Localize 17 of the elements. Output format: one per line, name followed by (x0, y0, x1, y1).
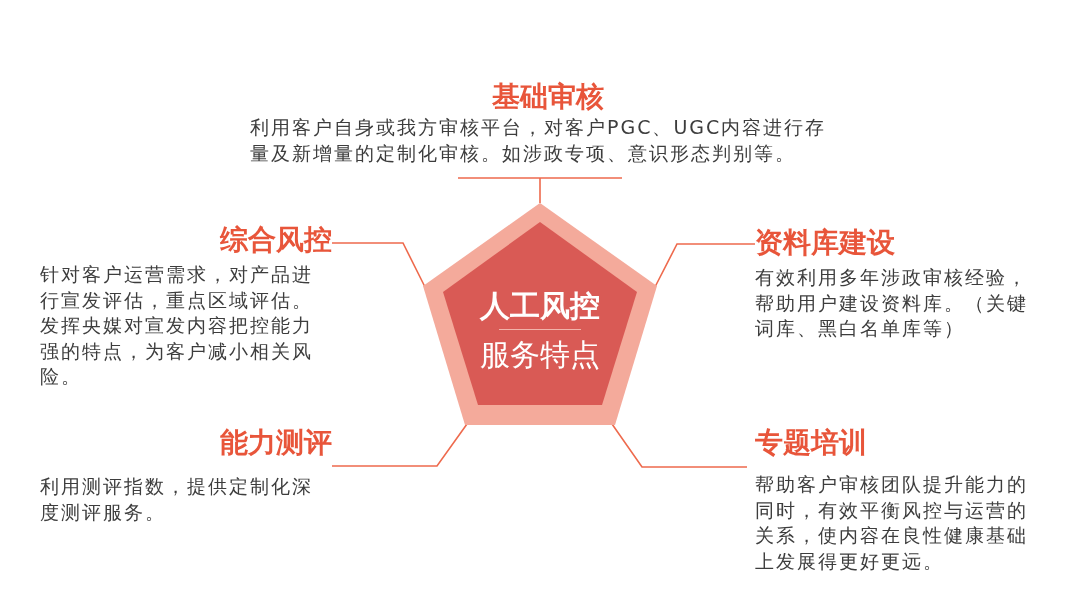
callout-text: 针对客户运营需求，对产品进行宣发评估，重点区域评估。发挥央媒对宣发内容把控能力强的特点，为客户减小相关风险。 (40, 262, 314, 389)
callout-heading: 能力测评 (220, 425, 332, 461)
leader-line (331, 423, 468, 467)
callout-heading: 综合风控 (220, 222, 332, 258)
callout-text: 利用客户自身或我方审核平台，对客户PGC、UGC内容进行存量及新增量的定制化审核。如涉政专项、意识形态判别等。 (250, 115, 828, 166)
callout-text: 有效利用多年涉政审核经验，帮助用户建设资料库。（关键词库、黑白名单库等） (755, 265, 1029, 341)
leader-line (331, 242, 426, 288)
badge-subtitle: 服务特点 (480, 336, 600, 374)
callout-heading: 基础审核 (492, 79, 604, 115)
callout-heading: 资料库建设 (755, 225, 895, 261)
leader-line (611, 423, 748, 468)
callout-text: 帮助客户审核团队提升能力的同时，有效平衡风控与运营的关系，使内容在良性健康基础上发展得更好更远。 (755, 472, 1029, 574)
leader-line (457, 177, 623, 204)
leader-line (654, 243, 756, 288)
badge-title: 人工风控 (480, 287, 600, 325)
callout-heading: 专题培训 (755, 425, 867, 461)
callout-text: 利用测评指数，提供定制化深度测评服务。 (40, 474, 314, 525)
